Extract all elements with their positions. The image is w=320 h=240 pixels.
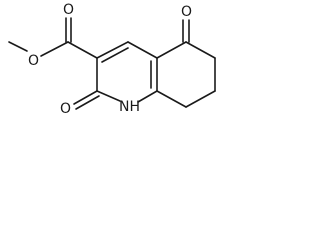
bond-c4a-c8a <box>150 57 158 92</box>
bond-ester-oxygen-carbon <box>40 41 69 57</box>
ester-alkoxy-oxygen-label: O <box>28 53 39 69</box>
bond-ester-carbonyl <box>65 17 72 43</box>
bond-n1-c2 <box>96 90 121 102</box>
molecule-drawing: O O O O NH <box>8 2 216 117</box>
lactam-oxygen-label: O <box>60 101 71 117</box>
ketone-oxygen-label: O <box>181 4 192 20</box>
bond-c8-c8a <box>156 90 187 108</box>
ring-nitrogen-label: NH <box>119 99 140 115</box>
ester-carbonyl-oxygen-label: O <box>63 2 74 18</box>
bond-c4a-c5 <box>156 41 187 59</box>
bond-lactam-carbonyl <box>73 90 100 110</box>
bond-c8a-n1 <box>137 90 158 103</box>
bond-ester-ring <box>67 41 98 59</box>
bond-c5-c6 <box>185 41 216 59</box>
bond-c7-c8 <box>185 90 216 108</box>
bond-c3-c4 <box>96 41 129 63</box>
bond-ketone-carbonyl <box>182 19 190 43</box>
structure-canvas: O O O O NH <box>0 0 250 148</box>
bond-methyl-oxygen <box>8 41 28 52</box>
bond-c4-c4a <box>127 41 158 59</box>
